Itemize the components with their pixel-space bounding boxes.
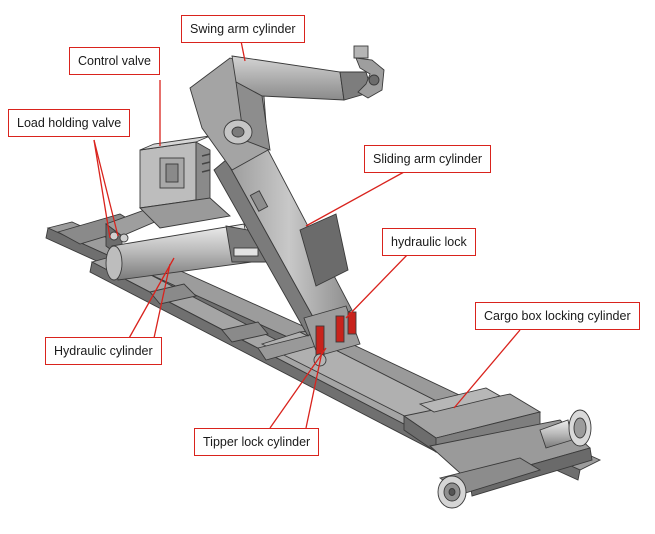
sliding-arm [213, 149, 353, 340]
lifting-hook [353, 45, 385, 99]
label-hydraulic-cylinder: Hydraulic cylinder [45, 337, 162, 365]
swing-arm [189, 55, 373, 171]
label-swing-arm-cylinder: Swing arm cylinder [181, 15, 305, 43]
rear-roller-right [539, 409, 592, 449]
control-valve-box [139, 135, 231, 229]
leader-lines [93, 40, 521, 429]
label-sliding-arm-cylinder: Sliding arm cylinder [364, 145, 492, 173]
rear-roller-left [437, 475, 467, 509]
label-cargo-box-locking-cylinder: Cargo box locking cylinder [475, 302, 640, 330]
label-hydraulic-lock: hydraulic lock [382, 228, 476, 256]
label-load-holding-valve: Load holding valve [8, 109, 131, 137]
label-control-valve: Control valve [69, 47, 160, 75]
label-tipper-lock-cylinder: Tipper lock cylinder [194, 428, 320, 456]
